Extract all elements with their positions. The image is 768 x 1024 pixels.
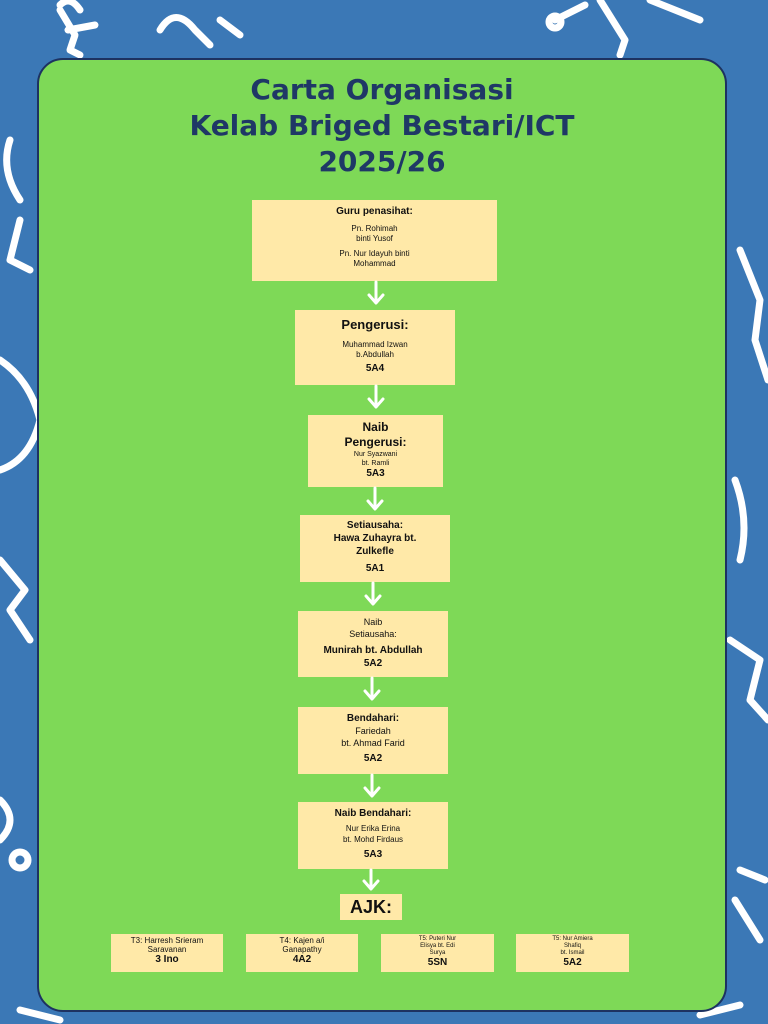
treasurer-name-line-1: Fariedah xyxy=(355,726,391,736)
ajk-member-1: T3: Harresh Srieram Saravanan 3 Ino xyxy=(111,934,223,972)
advisor-heading: Guru penasihat: xyxy=(336,206,413,217)
vice-treasurer-box: Naib Bendahari: Nur Erika Erina bt. Mohd… xyxy=(298,802,448,869)
secretary-heading: Setiausaha: xyxy=(346,520,404,531)
title-line-2: Kelab Briged Bestari/ICT xyxy=(189,109,575,142)
arrow-1 xyxy=(367,280,385,305)
vice-treasurer-name-line-1: Nur Erika Erina xyxy=(345,824,401,833)
vice-chair-heading-line-1: Naib xyxy=(362,420,389,434)
arrow-7 xyxy=(362,868,380,891)
ajk-member-1-class: 3 Ino xyxy=(155,954,179,965)
title-line-3: 2025/26 xyxy=(318,145,446,178)
ajk-member-4-line-2: Shafiq xyxy=(563,943,581,949)
vice-chair-box: Naib Pengerusi: Nur Syazwani bt. Ramli 5… xyxy=(308,415,443,487)
ajk-member-3: T5: Puteri Nur Elisya bt. Edi Surya 5SN xyxy=(381,934,494,972)
arrow-4 xyxy=(364,581,382,606)
title-line-1: Carta Organisasi xyxy=(250,73,514,106)
ajk-member-3-class: 5SN xyxy=(427,957,448,968)
treasurer-box: Bendahari: Fariedah bt. Ahmad Farid 5A2 xyxy=(298,707,448,774)
vice-secretary-name: Munirah bt. Abdullah xyxy=(323,645,423,656)
ajk-member-3-line-2: Elisya bt. Edi xyxy=(420,943,455,949)
ajk-label: AJK: xyxy=(340,894,402,920)
vice-treasurer-heading: Naib Bendahari: xyxy=(334,808,412,819)
treasurer-class: 5A2 xyxy=(363,753,383,764)
chair-class: 5A4 xyxy=(365,363,385,374)
chair-box: Pengerusi: Muhammad Izwan b.Abdullah 5A4 xyxy=(295,310,455,385)
secretary-name-line-2: Zulkefle xyxy=(356,546,394,557)
ajk-member-2-line-2: Ganapathy xyxy=(282,945,322,954)
secretary-class: 5A1 xyxy=(365,563,385,574)
arrow-6 xyxy=(363,773,381,798)
ajk-member-2-class: 4A2 xyxy=(292,954,312,965)
vice-chair-heading-line-2: Pengerusi: xyxy=(344,435,407,449)
ajk-member-1-line-2: Saravanan xyxy=(147,945,187,954)
ajk-member-4-class: 5A2 xyxy=(563,957,582,968)
advisor-name-2-line-2: Mohammad xyxy=(353,259,396,268)
vice-secretary-heading-line-1: Naib xyxy=(363,617,383,627)
vice-chair-name-line-2: bt. Ramli xyxy=(361,460,390,467)
arrow-5 xyxy=(363,676,381,701)
ajk-member-2-line-1: T4: Kajen a/i xyxy=(279,936,325,945)
advisor-box: Guru penasihat: Pn. Rohimah binti Yusof … xyxy=(252,200,497,281)
chair-heading: Pengerusi: xyxy=(341,317,409,332)
ajk-member-4-line-3: bt. Ismail xyxy=(560,950,585,956)
ajk-member-4-line-1: T5: Nur Amiera xyxy=(552,936,593,942)
advisor-name-2-line-1: Pn. Nur Idayuh binti xyxy=(339,249,410,258)
arrow-2 xyxy=(367,384,385,409)
page-title: Carta Organisasi Kelab Briged Bestari/IC… xyxy=(37,72,727,180)
chair-name-line-1: Muhammad Izwan xyxy=(342,340,408,349)
vice-chair-name-line-1: Nur Syazwani xyxy=(353,451,398,458)
arrow-3 xyxy=(366,486,384,511)
ajk-member-3-line-1: T5: Puteri Nur xyxy=(418,936,457,942)
vice-treasurer-class: 5A3 xyxy=(363,849,383,860)
vice-secretary-heading-line-2: Setiausaha: xyxy=(349,629,397,639)
advisor-name-1-line-1: Pn. Rohimah xyxy=(351,224,398,233)
secretary-box: Setiausaha: Hawa Zuhayra bt. Zulkefle 5A… xyxy=(300,515,450,582)
vice-secretary-class: 5A2 xyxy=(363,658,383,669)
vice-chair-class: 5A3 xyxy=(366,468,385,479)
ajk-member-4: T5: Nur Amiera Shafiq bt. Ismail 5A2 xyxy=(516,934,629,972)
advisor-name-1-line-2: binti Yusof xyxy=(356,234,393,243)
vice-secretary-box: Naib Setiausaha: Munirah bt. Abdullah 5A… xyxy=(298,611,448,677)
ajk-member-2: T4: Kajen a/i Ganapathy 4A2 xyxy=(246,934,358,972)
ajk-member-1-line-1: T3: Harresh Srieram xyxy=(130,936,204,945)
treasurer-name-line-2: bt. Ahmad Farid xyxy=(341,738,405,748)
treasurer-heading: Bendahari: xyxy=(346,713,400,724)
ajk-member-3-line-3: Surya xyxy=(429,950,446,956)
secretary-name-line-1: Hawa Zuhayra bt. xyxy=(333,533,417,544)
chair-name-line-2: b.Abdullah xyxy=(356,350,394,359)
vice-treasurer-name-line-2: bt. Mohd Firdaus xyxy=(342,835,404,844)
